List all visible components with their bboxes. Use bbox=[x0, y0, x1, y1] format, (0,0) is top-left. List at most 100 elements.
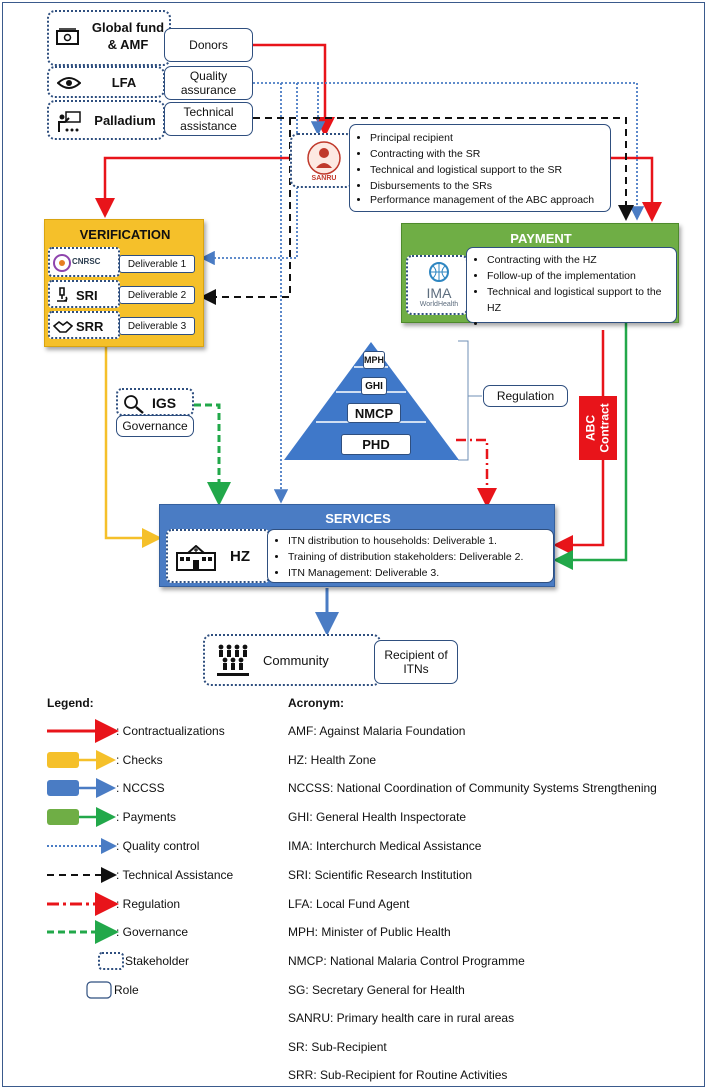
payment-bullets: Contracting with the HZ Follow-up of the… bbox=[473, 252, 670, 332]
contract-arrow-sanru-verification bbox=[95, 156, 310, 218]
sanru-bullet: Performance management of the ABC approa… bbox=[370, 194, 604, 206]
magnifier-icon bbox=[124, 395, 144, 414]
sanru-logo-icon bbox=[307, 141, 341, 175]
sanru-bullet: Technical and logistical support to the … bbox=[370, 162, 604, 178]
payment-arrow-payment-services bbox=[553, 322, 628, 570]
stakeholder-sanru: SANRU bbox=[290, 133, 354, 188]
deliverable-3: Deliverable 3 bbox=[119, 317, 195, 335]
acronym-item: AMF: Against Malaria Foundation bbox=[288, 724, 466, 738]
governance-arrow-igs-services bbox=[194, 403, 231, 506]
legend-item-regulation: : Regulation bbox=[116, 897, 181, 911]
hospital-icon bbox=[176, 545, 216, 571]
verification-title: VERIFICATION bbox=[79, 227, 171, 242]
legend-item-payments: : Payments bbox=[116, 810, 177, 824]
services-bullets: ITN distribution to households: Delivera… bbox=[274, 533, 547, 581]
regulation-bracket bbox=[458, 340, 469, 461]
acronym-item: LFA: Local Fund Agent bbox=[288, 897, 410, 911]
legend-item-technical: : Technical Assistance bbox=[116, 868, 234, 882]
legend-item-nccss: : NCCSS bbox=[116, 781, 165, 795]
role-governance: Governance bbox=[116, 415, 194, 437]
presenter-icon bbox=[58, 111, 81, 132]
people-group-icon bbox=[217, 644, 249, 676]
services-title: SERVICES bbox=[325, 511, 391, 526]
cnrsc-label: CNRSC bbox=[72, 257, 101, 266]
payment-bullet bbox=[487, 316, 670, 332]
payment-bullet: Contracting with the HZ bbox=[487, 252, 670, 268]
role-donors: Donors bbox=[164, 28, 253, 62]
cnrsc-logo-icon bbox=[53, 254, 71, 272]
pyramid-level-mph: MPH bbox=[363, 351, 385, 369]
handshake-icon bbox=[53, 320, 73, 333]
eye-icon bbox=[57, 77, 81, 89]
sri-label: SRI bbox=[76, 288, 98, 303]
legend-role-symbol bbox=[86, 981, 112, 999]
legend-item-checks: : Checks bbox=[116, 753, 163, 767]
legend-payments-swatch bbox=[47, 809, 79, 825]
legend-item-governance: : Governance bbox=[116, 925, 189, 939]
quality-arrow-lfa-verification bbox=[200, 83, 298, 266]
legend-checks-swatch bbox=[47, 752, 79, 768]
legend-item-contract: : Contractualizations bbox=[116, 724, 225, 738]
acronym-item: SG: Secretary General for Health bbox=[288, 983, 465, 997]
stakeholder-community: Community bbox=[203, 634, 381, 686]
community-label: Community bbox=[263, 653, 329, 668]
services-bullet: ITN distribution to households: Delivera… bbox=[288, 533, 547, 549]
regulation-arrow-phd-services bbox=[456, 438, 497, 508]
acronym-item: MPH: Minister of Public Health bbox=[288, 925, 451, 939]
sanru-bullet: Principal recipient bbox=[370, 130, 604, 146]
acronym-item: HZ: Health Zone bbox=[288, 753, 377, 767]
legend-item-quality: : Quality control bbox=[116, 839, 200, 853]
legend-item-role: Role bbox=[114, 983, 139, 997]
acronym-item: SRI: Scientific Research Institution bbox=[288, 868, 473, 882]
checks-arrow-verification-services bbox=[104, 346, 162, 548]
acronym-item: IMA: Interchurch Medical Assistance bbox=[288, 839, 482, 853]
legend-stakeholder-symbol bbox=[98, 952, 124, 970]
acronym-item: NMCP: National Malaria Control Programme bbox=[288, 954, 525, 968]
microscope-icon bbox=[57, 287, 68, 302]
sanru-logo-text: SANRU bbox=[311, 175, 337, 182]
deliverable-1: Deliverable 1 bbox=[119, 255, 195, 273]
acronym-title: Acronym: bbox=[288, 696, 345, 710]
payment-box: PAYMENT IMA WorldHealth Contracting with… bbox=[401, 223, 679, 323]
legend-title: Legend: bbox=[47, 696, 94, 710]
payment-bullet: Technical and logistical support to the … bbox=[487, 284, 670, 316]
role-services: ITN distribution to households: Delivera… bbox=[267, 529, 554, 583]
contract-arrow-donors-sanru bbox=[253, 43, 335, 137]
acronym-item: SANRU: Primary health care in rural area… bbox=[288, 1011, 515, 1025]
acronym-item: NCCSS: National Coordination of Communit… bbox=[288, 781, 657, 795]
technical-arrow-palladium-payment bbox=[253, 117, 634, 221]
acronym-item: GHI: General Health Inspectorate bbox=[288, 810, 467, 824]
contract-arrow-sanru-payment bbox=[610, 156, 662, 222]
stakeholder-global-fund: Global fund& AMF bbox=[47, 10, 171, 66]
legend-nccss-swatch bbox=[47, 780, 79, 796]
quality-arrow-lfa-payment bbox=[253, 82, 645, 221]
stakeholder-srr: SRR bbox=[48, 311, 120, 339]
acronym-item: SR: Sub-Recipient bbox=[288, 1040, 387, 1054]
role-regulation: Regulation bbox=[483, 385, 568, 407]
srr-label: SRR bbox=[76, 319, 104, 334]
hz-label: HZ bbox=[230, 548, 250, 565]
payment-title: PAYMENT bbox=[510, 231, 572, 246]
deliverable-2: Deliverable 2 bbox=[119, 286, 195, 304]
igs-label: IGS bbox=[152, 395, 177, 411]
money-icon bbox=[56, 28, 79, 45]
abc-contract-line1: ABC bbox=[584, 415, 598, 441]
sanru-bullet: Contracting with the SR bbox=[370, 146, 604, 162]
ima-logo-text: IMA bbox=[426, 285, 452, 301]
palladium-label: Palladium bbox=[94, 113, 156, 128]
ima-logo-subtext: WorldHealth bbox=[419, 301, 459, 308]
services-bullet: Training of distribution stakeholders: D… bbox=[288, 549, 547, 565]
ima-globe-icon bbox=[429, 262, 449, 282]
pyramid-shape bbox=[284, 342, 459, 460]
legend-symbols bbox=[47, 719, 124, 999]
payment-bullet: Follow-up of the implementation bbox=[487, 268, 670, 284]
services-box: SERVICES HZ ITN distribution to househol… bbox=[159, 504, 555, 587]
global-fund-label: Global fund& AMF bbox=[91, 20, 165, 52]
lfa-label: LFA bbox=[111, 75, 137, 90]
stakeholder-cnrsc: CNRSC bbox=[48, 247, 120, 277]
sanru-bullets: Principal recipient Contracting with the… bbox=[356, 130, 604, 206]
